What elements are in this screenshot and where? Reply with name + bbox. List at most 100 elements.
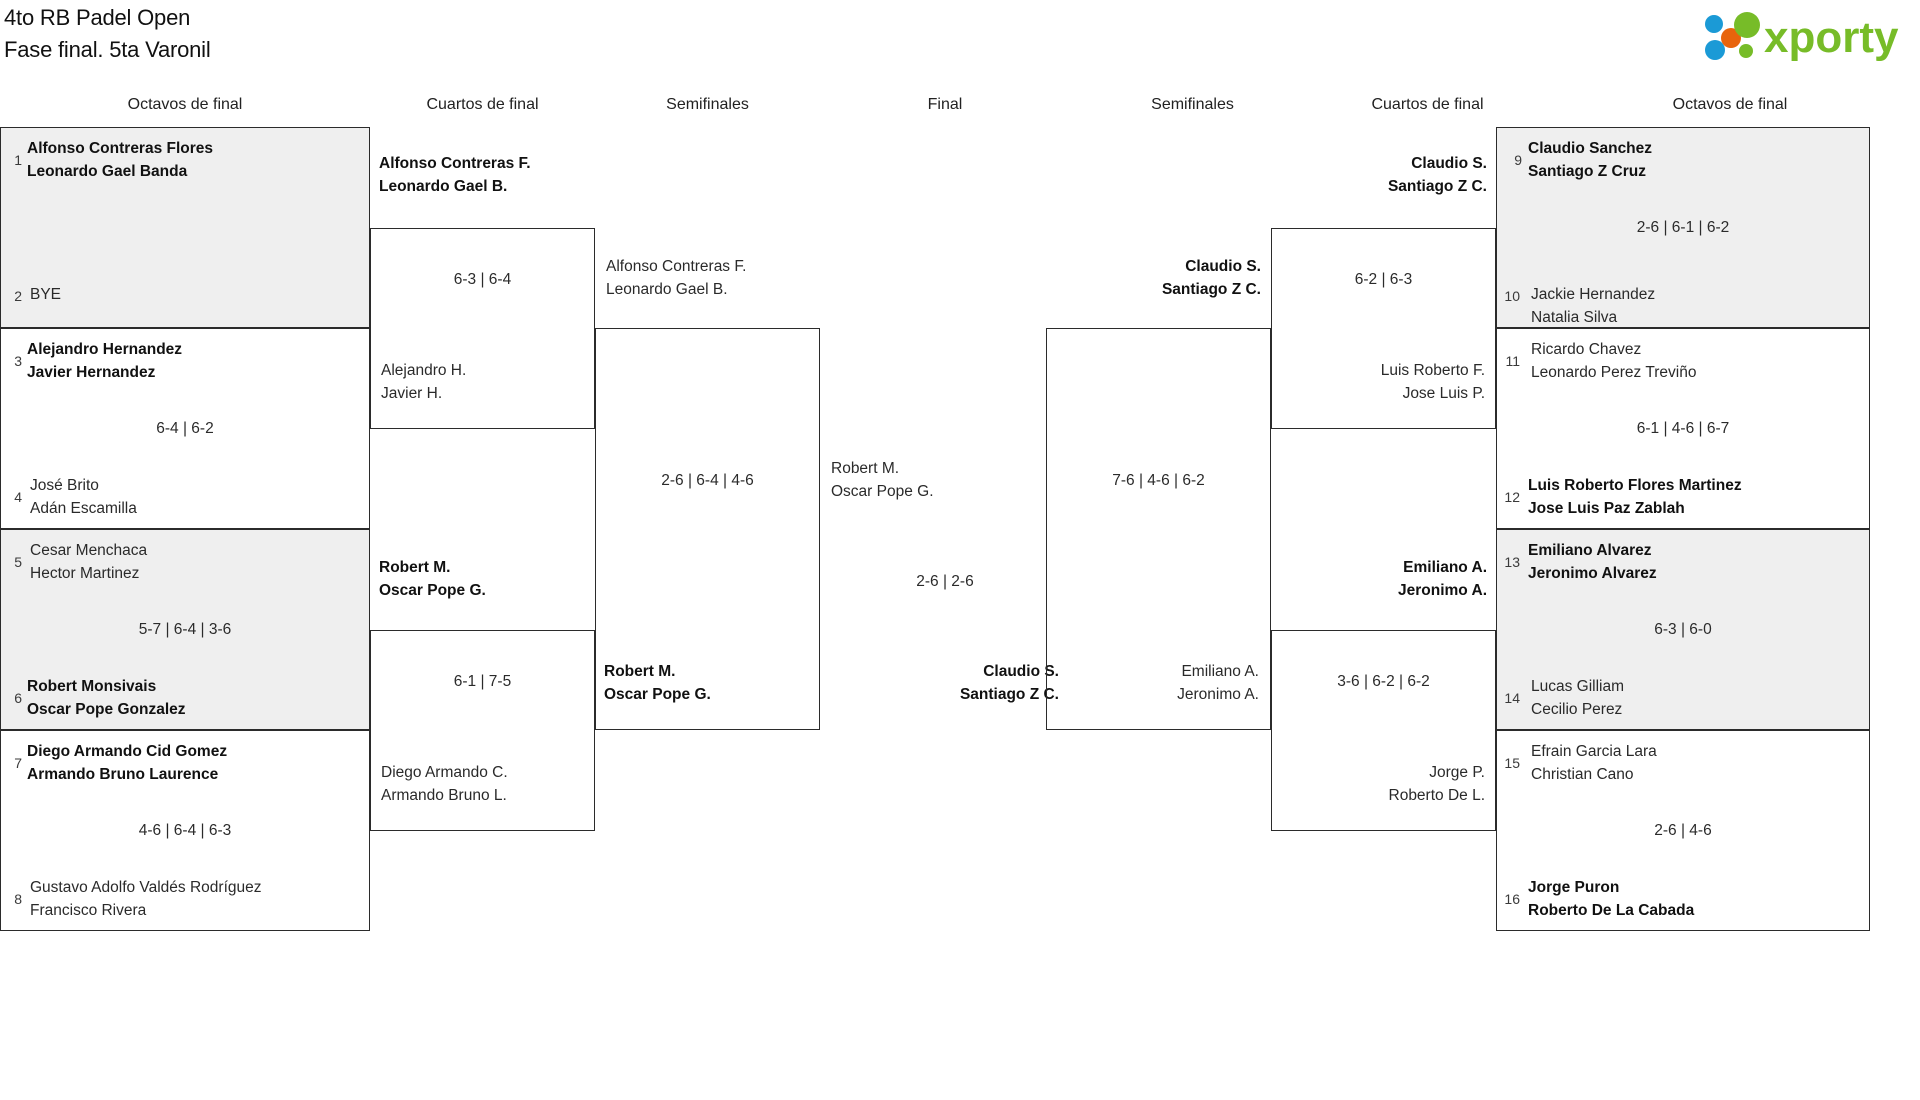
seed-number: 9: [1514, 152, 1522, 168]
player-name: Santiago Z C.: [1161, 281, 1261, 298]
player-name: Jeronimo Alvarez: [1528, 565, 1657, 582]
match-score: 2-6 | 2-6: [916, 573, 974, 590]
player-name: Francisco Rivera: [30, 902, 147, 919]
seed-number: 2: [14, 288, 22, 304]
player-name: Claudio S.: [983, 663, 1059, 680]
player-name: Oscar Pope Gonzalez: [27, 701, 186, 718]
seed-number: 12: [1504, 489, 1520, 505]
seed-number: 3: [14, 353, 22, 369]
xporty-logo[interactable]: xporty: [1700, 8, 1900, 66]
player-name: Alfonso Contreras F.: [606, 258, 747, 275]
round-header-left-qf: Cuartos de final: [426, 96, 539, 113]
r16-right-match-3[interactable]: [1496, 529, 1870, 730]
qf-match-1[interactable]: [370, 228, 595, 429]
player-name: Luis Roberto F.: [1380, 362, 1485, 379]
player-name: Robert M.: [379, 559, 451, 576]
tournament-name: 4to RB Padel Open: [4, 5, 191, 30]
match-score: 4-6 | 6-4 | 6-3: [138, 822, 232, 839]
player-name: Oscar Pope G.: [604, 686, 711, 703]
sf-left-match[interactable]: [595, 328, 820, 730]
logo-dot-orange: [1721, 28, 1741, 48]
player-name: Oscar Pope G.: [831, 483, 934, 500]
player-name: Leonardo Gael B.: [606, 281, 728, 298]
qf-right-match-2[interactable]: [1271, 630, 1496, 831]
match-score: 2-6 | 4-6: [1654, 822, 1712, 839]
seed-number: 13: [1504, 554, 1520, 570]
r16-match-1[interactable]: [0, 127, 370, 328]
player-name: Robert M.: [831, 460, 900, 477]
match-score: 5-7 | 6-4 | 3-6: [138, 621, 232, 638]
r16-match-2[interactable]: [0, 328, 370, 529]
player-name: Jose Luis Paz Zablah: [1528, 500, 1685, 517]
player-name: Diego Armando C.: [381, 764, 508, 781]
logo-dot-green-big: [1734, 12, 1760, 38]
match-score: 7-6 | 4-6 | 6-2: [1112, 472, 1205, 489]
round-header-right-r16: Octavos de final: [1672, 96, 1788, 113]
r16-right-match-2[interactable]: [1496, 328, 1870, 529]
logo-dot-blue-top: [1705, 15, 1723, 33]
player-name: Javier H.: [381, 385, 443, 402]
match-score: 2-6 | 6-4 | 4-6: [661, 472, 754, 489]
match-score: 6-1 | 4-6 | 6-7: [1636, 420, 1730, 437]
r16-right-match-4[interactable]: [1496, 730, 1870, 931]
player-name: Emiliano A.: [1403, 559, 1487, 576]
seed-number: 8: [14, 891, 22, 907]
player-name: Luis Roberto Flores Martinez: [1528, 477, 1742, 494]
player-name: Leonardo Gael Banda: [27, 163, 188, 180]
player-name: Alejandro Hernandez: [27, 341, 183, 358]
player-name: Adán Escamilla: [30, 500, 137, 517]
seed-number: 15: [1504, 755, 1520, 771]
logo-wordmark: xporty: [1764, 13, 1899, 62]
player-name: Alfonso Contreras F.: [379, 155, 531, 172]
r16-right-match-1[interactable]: [1496, 127, 1870, 328]
player-name: Santiago Z C.: [959, 686, 1059, 703]
qf-right-match-1[interactable]: [1271, 228, 1496, 429]
logo-dot-blue-bottom: [1705, 40, 1725, 60]
qf-match-2[interactable]: [370, 630, 595, 831]
r16-match-4[interactable]: [0, 730, 370, 931]
round-header-final: Final: [927, 96, 963, 113]
player-name: Armando Bruno Laurence: [27, 766, 219, 783]
round-header-right-qf: Cuartos de final: [1371, 96, 1484, 113]
round-header-right-sf: Semifinales: [1151, 96, 1234, 113]
seed-number: 16: [1504, 891, 1520, 907]
player-name: Alfonso Contreras Flores: [27, 140, 214, 157]
page-title: 4to RB Padel Open Fase final. 5ta Varoni…: [4, 2, 211, 66]
player-name: Natalia Silva: [1531, 309, 1618, 326]
player-name: Jose Luis P.: [1402, 385, 1485, 402]
player-name: Santiago Z Cruz: [1528, 163, 1646, 180]
player-name: Lucas Gilliam: [1531, 678, 1625, 695]
seed-number: 4: [14, 489, 22, 505]
match-score: 6-3 | 6-4: [453, 271, 512, 288]
seed-number: 5: [14, 554, 22, 570]
player-name: Oscar Pope G.: [379, 582, 486, 599]
match-score: 6-1 | 7-5: [453, 673, 512, 690]
player-name: Claudio S.: [1185, 258, 1261, 275]
player-name: Claudio S.: [1411, 155, 1487, 172]
player-name: Alejandro H.: [381, 362, 467, 379]
seed-number: 14: [1504, 690, 1520, 706]
seed-number: 6: [14, 690, 22, 706]
player-name: Jorge Puron: [1528, 879, 1620, 896]
player-name: Cesar Menchaca: [30, 542, 148, 559]
player-name: Efrain Garcia Lara: [1531, 743, 1657, 760]
player-name: Jeronimo A.: [1398, 582, 1487, 599]
player-name: Javier Hernandez: [27, 364, 156, 381]
player-name: Gustavo Adolfo Valdés Rodríguez: [30, 879, 262, 896]
player-name: Jackie Hernandez: [1531, 286, 1656, 303]
seed-number: 7: [14, 755, 22, 771]
player-name: Christian Cano: [1531, 766, 1634, 783]
player-name: Jorge P.: [1429, 764, 1485, 781]
tournament-phase: Fase final. 5ta Varonil: [4, 37, 211, 62]
match-score: 2-6 | 6-1 | 6-2: [1636, 219, 1730, 236]
player-name: José Brito: [30, 477, 99, 494]
player-name: Robert M.: [604, 663, 676, 680]
player-name: Jeronimo A.: [1177, 686, 1259, 703]
seed-number: 1: [14, 152, 22, 168]
sf-right-match[interactable]: [1046, 328, 1271, 730]
player-name: Armando Bruno L.: [381, 787, 507, 804]
match-score: 6-3 | 6-0: [1654, 621, 1712, 638]
r16-match-3[interactable]: [0, 529, 370, 730]
round-header-left-r16: Octavos de final: [127, 96, 243, 113]
